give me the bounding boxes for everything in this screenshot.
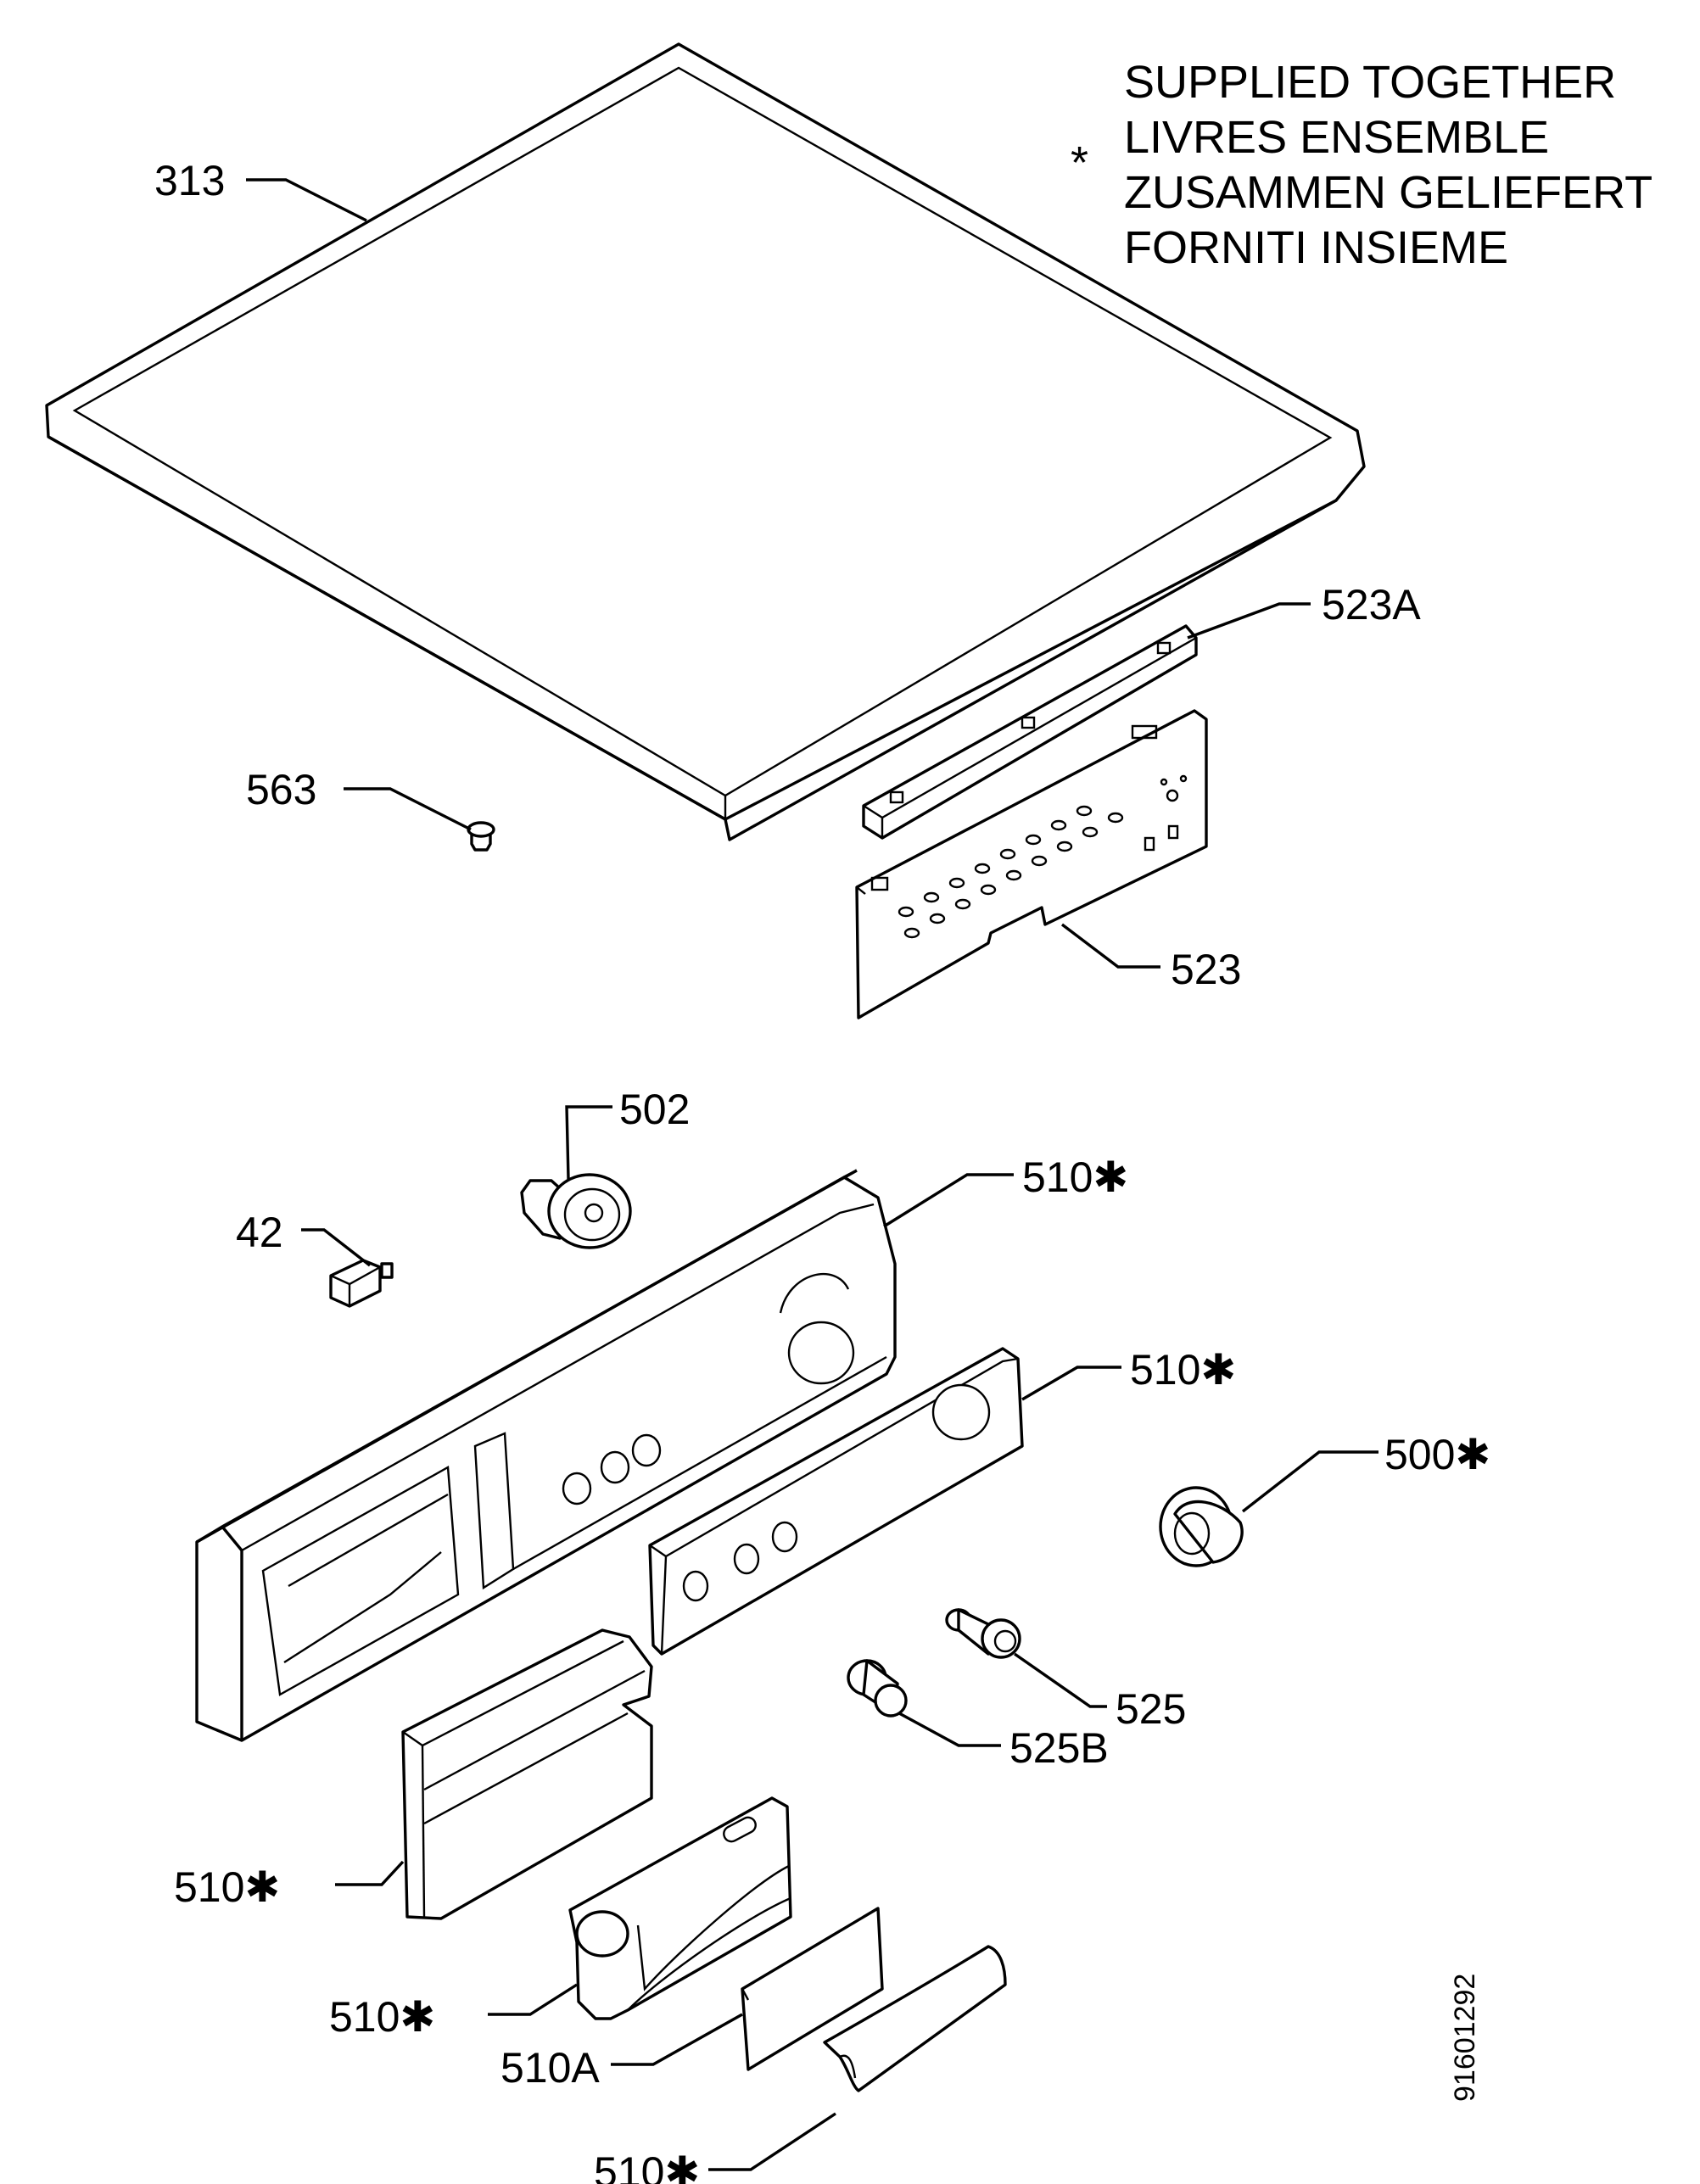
note-line-3: ZUSAMMEN GELIEFERT [1124,167,1652,218]
lamp-holder-525 [945,1608,1021,1659]
label-510-bezel: 510✱ [1130,1346,1236,1394]
label-510-drawer-front: 510✱ [174,1863,280,1911]
label-525: 525 [1116,1685,1186,1733]
label-510-drawer-handle: 510✱ [329,1993,435,2041]
leader-lines [246,178,1378,2171]
label-563: 563 [246,766,316,813]
grip-510 [823,1945,1007,2092]
supplied-together-note: * SUPPLIED TOGETHER LIVRES ENSEMBLE ZUSA… [1071,57,1652,273]
label-523: 523 [1171,946,1241,993]
switch-42 [329,1259,394,1308]
label-42: 42 [236,1209,283,1256]
label-510-grip: 510✱ [594,2148,700,2184]
label-510a: 510A [500,2044,600,2092]
lamp-525b [847,1659,908,1718]
drawer-front-510 [401,1628,653,1920]
drawing-number: 91601292 [1449,1974,1481,2102]
label-500: 500✱ [1384,1431,1490,1478]
label-313: 313 [154,157,225,204]
insert-510a [741,1907,884,2071]
plate-523 [855,709,1208,1019]
drawer-handle-510 [568,1796,792,2020]
part-labels: 313 523A 563 523 502 510✱ 42 510✱ 500✱ 5… [154,157,1490,2184]
label-502: 502 [619,1086,690,1133]
plate-vent-holes [898,805,1124,939]
knob-500 [1159,1486,1244,1567]
note-marker: * [1071,137,1088,188]
note-line-4: FORNITI INSIEME [1124,222,1508,273]
bezel-510 [648,1347,1024,1656]
rail-523a [862,624,1198,840]
label-525b: 525B [1009,1724,1109,1772]
label-523a: 523A [1322,581,1421,628]
top-cover-313 [45,42,1366,841]
label-510-front-panel: 510✱ [1022,1153,1128,1201]
front-panel-510 [195,1169,897,1742]
note-line-1: SUPPLIED TOGETHER [1124,57,1616,108]
knob-502 [520,1173,632,1249]
note-line-2: LIVRES ENSEMBLE [1124,112,1549,163]
plug-563 [467,821,495,852]
